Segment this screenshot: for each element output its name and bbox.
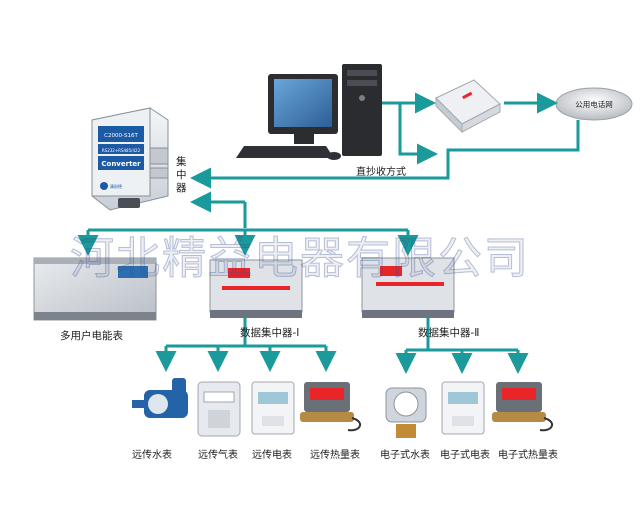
collector-2-label: 数据集中器-Ⅱ	[418, 327, 480, 339]
phone-network-label: 公用电话网	[575, 99, 613, 109]
remote-electric-label: 远传电表	[252, 450, 292, 461]
computer	[236, 64, 382, 160]
remote-heat-meter	[300, 382, 362, 432]
remote-water-label: 远传水表	[132, 450, 172, 461]
remote-electric-meter	[251, 381, 295, 435]
remote-heat-label: 远传热量表	[310, 450, 360, 461]
collector-1-label: 数据集中器-Ⅰ	[240, 327, 300, 339]
collector-2	[361, 257, 455, 318]
remote-gas-label: 远传气表	[198, 450, 238, 461]
watermark: 河北精益电器有限公司	[70, 233, 530, 285]
direct-reading-label: 直抄收方式	[356, 167, 406, 178]
remote-gas-meter	[197, 381, 241, 437]
modem	[435, 79, 501, 134]
converter-device: C2000-S16T RS232+RS485/422 Converter 康耐德	[91, 107, 169, 211]
elec-heat-label: 电子式热量表	[498, 450, 558, 461]
converter-name: Converter	[101, 160, 141, 168]
elec-water-label: 电子式水表	[380, 450, 430, 461]
converter-spec: RS232+RS485/422	[102, 148, 141, 153]
collector-1	[209, 259, 303, 318]
electronic-heat-meter	[492, 382, 554, 432]
electronic-electric-meter	[441, 381, 485, 435]
elec-electric-label: 电子式电表	[440, 450, 490, 461]
remote-water-meter	[132, 378, 188, 418]
multi-user-meter	[33, 257, 157, 321]
multi-user-meter-label: 多用户电能表	[60, 330, 123, 342]
converter-model: C2000-S16T	[104, 133, 138, 139]
converter-brand: 康耐德	[110, 183, 122, 189]
electronic-water-meter	[385, 387, 427, 438]
concentrator-label: 集中器	[176, 156, 187, 194]
connector-lines	[77, 92, 580, 374]
